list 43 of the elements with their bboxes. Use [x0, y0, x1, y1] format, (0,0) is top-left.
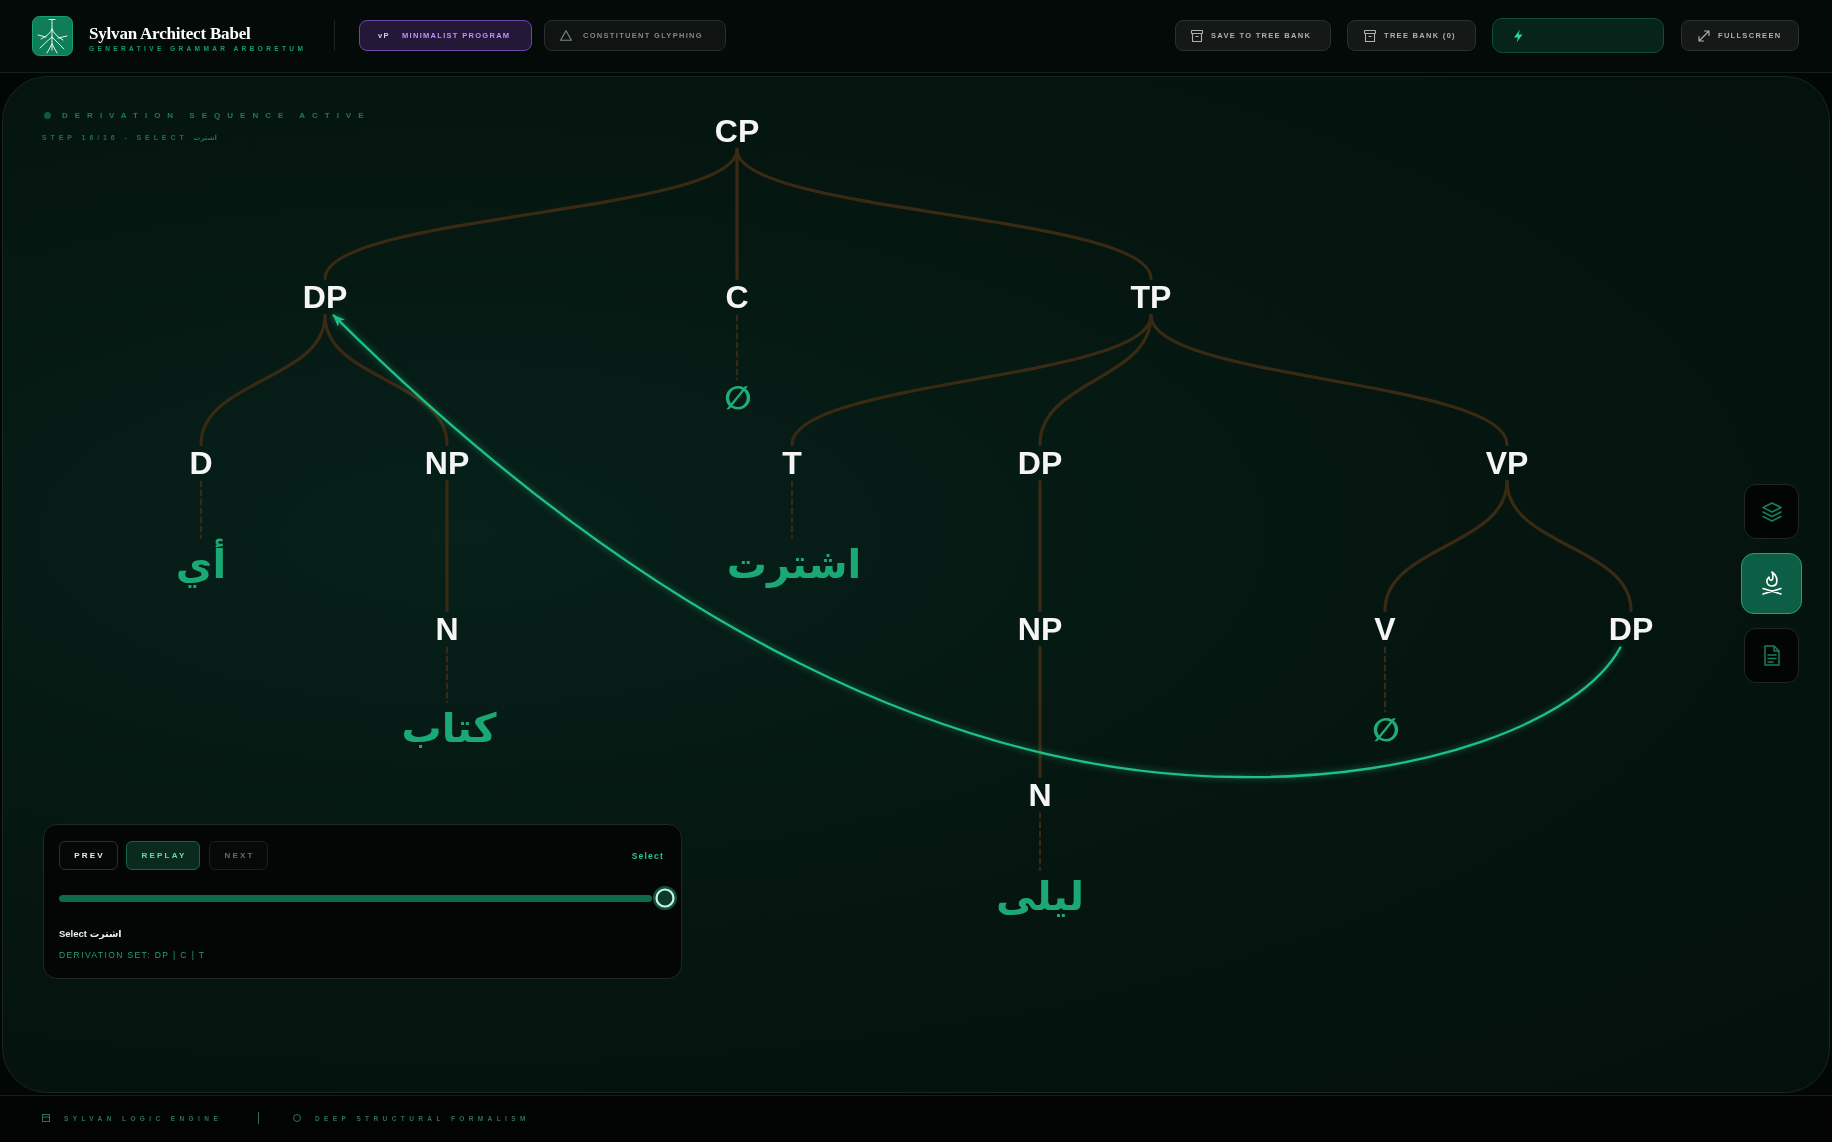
tree-branch: [1038, 645, 1042, 779]
category-label: NP: [422, 444, 472, 482]
tree-branch: [1505, 479, 1633, 613]
tree-branch: [1038, 313, 1153, 447]
category-label: D: [187, 444, 215, 482]
tree-branch: [1149, 313, 1509, 447]
next-button: NEXT: [209, 841, 268, 870]
movement-arrow: [332, 314, 1622, 779]
null-symbol: ∅: [1370, 711, 1402, 749]
word-label: اشترت: [724, 538, 864, 590]
word-label: ليلى: [993, 870, 1087, 922]
category-label: N: [433, 610, 461, 648]
prev-button: PREV: [59, 841, 118, 870]
category-label: DP: [300, 278, 350, 316]
category-label: TP: [1128, 278, 1174, 316]
tree-branch: [323, 313, 449, 447]
category-label: V: [1372, 610, 1398, 648]
tree-branch: [735, 147, 739, 281]
dashed-branch: [446, 646, 448, 703]
dashed-branch: [736, 314, 738, 381]
category-label: T: [780, 444, 804, 482]
dashed-branch: [791, 480, 793, 539]
tree-branch: [445, 479, 449, 613]
category-label: DP: [1015, 444, 1065, 482]
dashed-branch: [1039, 812, 1041, 871]
category-label: DP: [1606, 610, 1656, 648]
word-label: أي: [173, 538, 229, 590]
dashed-branch: [1384, 646, 1386, 713]
dashed-branch: [200, 480, 202, 539]
replay-button: REPLAY: [126, 841, 200, 870]
category-label: VP: [1483, 444, 1531, 482]
status-text: DERIVATION SEQUENCE ACTIVE: [62, 109, 371, 121]
app-title: Sylvan Architect Babel: [89, 24, 251, 44]
category-label: C: [723, 278, 751, 316]
step-name: Select: [631, 849, 664, 862]
category-label: NP: [1015, 610, 1065, 648]
tree-branch: [1038, 479, 1042, 613]
category-label: N: [1026, 776, 1054, 814]
word-label: كتاب: [399, 702, 499, 754]
derivation-set-text: DERIVATION SET: DP | C | T: [59, 949, 206, 961]
null-symbol: ∅: [722, 379, 754, 417]
tree-branch: [735, 147, 1153, 281]
category-label: CP: [712, 112, 762, 150]
